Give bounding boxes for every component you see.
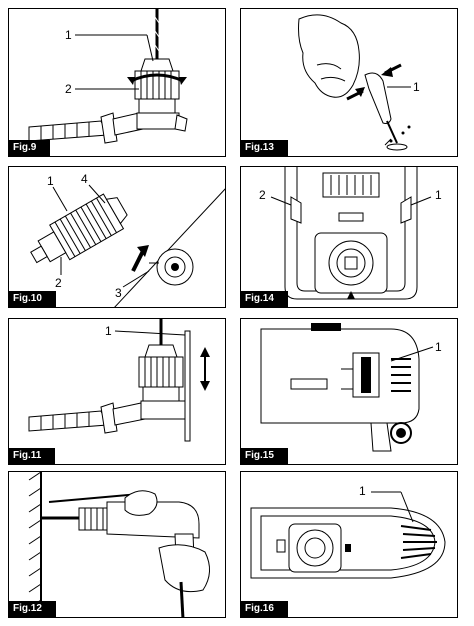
fig11-callout-1: 1 [105, 324, 112, 338]
fig9-caption: Fig.9 [9, 140, 51, 156]
fig16-illustration [250, 491, 446, 579]
fig15-illustration [260, 323, 434, 452]
fig9-callout-2: 2 [65, 82, 72, 96]
fig10-callout-2: 2 [55, 276, 62, 290]
figure-panel-fig12: Fig.12 [8, 471, 226, 618]
fig13-callout-1: 1 [413, 80, 420, 94]
figure-panel-fig13: 1 Fig.13 [240, 8, 458, 157]
fig14-illustration [270, 167, 432, 300]
fig9-callout-1: 1 [65, 28, 72, 42]
figure-panel-fig10: 1 4 2 3 Fig.10 [8, 166, 226, 308]
fig16-callout-1: 1 [359, 484, 366, 498]
figure-panel-fig9: 1 2 Fig.9 [8, 8, 226, 157]
fig10-callout-4: 4 [81, 172, 88, 186]
fig10-callout-3: 3 [115, 286, 122, 300]
fig13-caption: Fig.13 [241, 140, 288, 156]
fig9-illustration [28, 9, 188, 144]
fig14-callout-2: 2 [259, 188, 266, 202]
fig11-caption: Fig.11 [9, 448, 56, 464]
figure-panel-fig14: 2 1 Fig.14 [240, 166, 458, 308]
fig10-caption: Fig.10 [9, 291, 56, 307]
fig16-caption: Fig.16 [241, 601, 288, 617]
fig12-illustration [28, 472, 210, 617]
figure-panel-fig16: 1 Fig.16 [240, 471, 458, 618]
fig13-illustration [298, 14, 411, 151]
figure-panel-fig11: 1 Fig.11 [8, 318, 226, 465]
fig14-callout-1: 1 [435, 188, 442, 202]
fig15-caption: Fig.15 [241, 448, 288, 464]
fig12-caption: Fig.12 [9, 601, 56, 617]
fig11-illustration [28, 319, 210, 442]
fig10-illustration [30, 184, 225, 307]
figure-panel-fig15: 1 Fig.15 [240, 318, 458, 465]
fig15-callout-1: 1 [435, 340, 442, 354]
fig10-callout-1: 1 [47, 174, 54, 188]
fig14-caption: Fig.14 [241, 291, 288, 307]
